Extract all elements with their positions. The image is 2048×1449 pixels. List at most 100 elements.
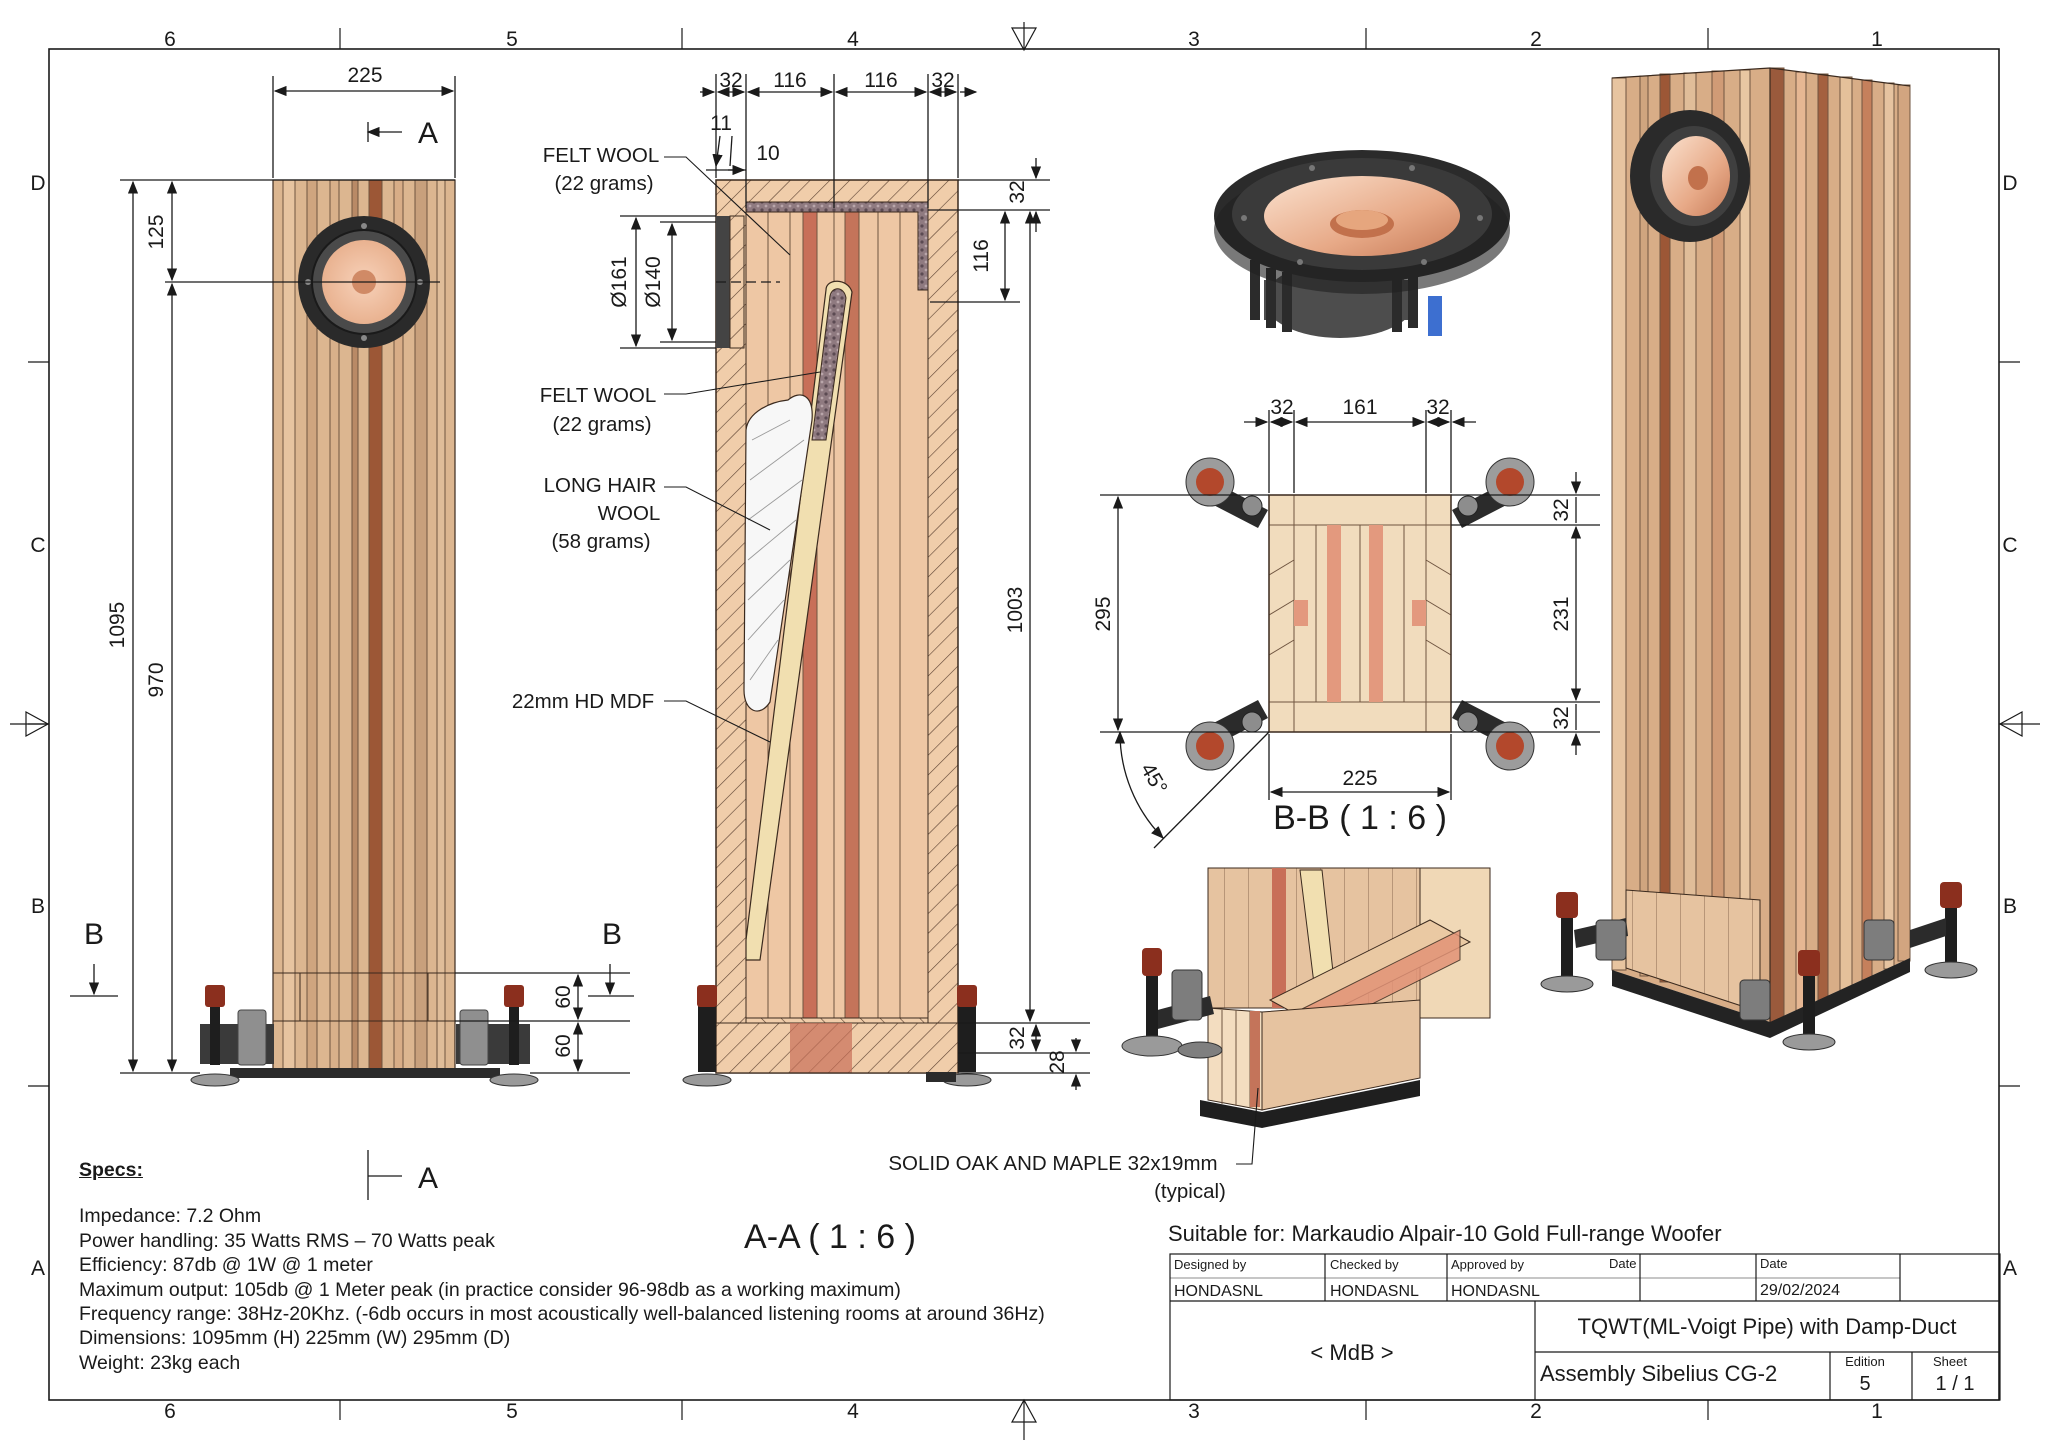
front-view: 225 1095 970 125 60 60 A A B B xyxy=(70,64,634,1200)
dim-aa-right-32: 32 xyxy=(1006,180,1029,203)
dim-aa-bottom-28: 28 xyxy=(1046,1050,1069,1073)
bb-spike-brackets xyxy=(1185,457,1535,771)
dim-aa-116-left: 116 xyxy=(773,69,806,92)
company-name: < MdB > xyxy=(1310,1340,1393,1365)
zone-row-c-right: C xyxy=(2002,534,2017,557)
mdf-label: 22mm HD MDF xyxy=(512,690,654,713)
bb-dimension-labels: 32 161 32 295 32 231 32 225 45° B-B ( 1 … xyxy=(1092,396,1573,837)
dim-bb-angle: 45° xyxy=(1136,759,1172,798)
section-leaders xyxy=(664,156,821,743)
center-mark-top-icon xyxy=(1010,27,1038,52)
felt-wool-2-line2: (22 grams) xyxy=(552,413,651,436)
zone-row-b-right: B xyxy=(2003,895,2017,918)
zone-col-4-bottom: 4 xyxy=(847,1400,859,1423)
date-label-1: Date xyxy=(1609,1256,1636,1271)
oak-maple-note: SOLID OAK AND MAPLE 32x19mm (typical) xyxy=(888,1087,1259,1203)
zone-col-3-bottom: 3 xyxy=(1188,1400,1200,1423)
dim-bb-right-32-top: 32 xyxy=(1550,498,1573,521)
oak-note-line1: SOLID OAK AND MAPLE 32x19mm xyxy=(888,1152,1217,1175)
front-feet xyxy=(190,985,539,1087)
checked-by-label: Checked by xyxy=(1330,1257,1399,1272)
dim-bb-right-32-bottom: 32 xyxy=(1550,706,1573,729)
zone-row-d-right: D xyxy=(2002,172,2017,195)
edition-label: Edition xyxy=(1845,1354,1885,1369)
approved-by-label: Approved by xyxy=(1451,1257,1524,1272)
section-a-label-top: A xyxy=(418,117,438,150)
front-dimensions xyxy=(70,76,634,1200)
dim-aa-11: 11 xyxy=(710,112,732,135)
long-hair-wool-line3: (58 grams) xyxy=(551,530,650,553)
specs-block: Specs: Impedance: 7.2 Ohm Power handling… xyxy=(79,1158,1139,1375)
oak-note-line2: (typical) xyxy=(1154,1180,1226,1203)
checked-by: HONDASNL xyxy=(1330,1283,1419,1300)
zone-col-6: 6 xyxy=(164,28,176,51)
dim-bb-161: 161 xyxy=(1342,396,1377,419)
edition-value: 5 xyxy=(1859,1373,1870,1395)
aa-title: A-A ( 1 : 6 ) xyxy=(744,1218,916,1256)
front-dimension-labels: 225 1095 970 125 60 60 A A B B xyxy=(84,64,622,1195)
spec-max-output: Maximum output: 105db @ 1 Meter peak (in… xyxy=(79,1278,901,1301)
dim-bb-32-right: 32 xyxy=(1426,396,1449,419)
zone-col-2: 2 xyxy=(1530,28,1542,51)
cabinet-3d-spikes xyxy=(1540,882,1978,1051)
long-hair-wool-line2: WOOL xyxy=(598,502,661,525)
zone-row-b: B xyxy=(31,895,45,918)
dim-bb-right-231: 231 xyxy=(1550,596,1573,631)
zone-col-2-bottom: 2 xyxy=(1530,1400,1542,1423)
long-hair-wool-line1: LONG HAIR xyxy=(544,474,657,497)
dim-aa-10: 10 xyxy=(756,142,779,165)
designed-by-label: Designed by xyxy=(1174,1257,1247,1272)
spec-efficiency: Efficiency: 87db @ 1W @ 1 meter xyxy=(79,1254,373,1277)
zone-col-4: 4 xyxy=(847,28,859,51)
zone-col-1-bottom: 1 xyxy=(1871,1400,1883,1423)
date-value: 29/02/2024 xyxy=(1760,1282,1840,1299)
title-block xyxy=(1169,1253,2001,1401)
zone-col-1: 1 xyxy=(1871,28,1883,51)
dim-aa-116-right: 116 xyxy=(864,69,897,92)
dim-aa-1003: 1003 xyxy=(1004,587,1027,634)
title-block-text: Suitable for: Markaudio Alpair-10 Gold F… xyxy=(1168,1221,1974,1395)
dim-aa-32-left: 32 xyxy=(719,69,742,92)
section-dimensions xyxy=(620,74,1090,1090)
zone-col-5-bottom: 5 xyxy=(506,1400,518,1423)
center-mark-right-icon xyxy=(1998,710,2023,738)
section-annotations: FELT WOOL (22 grams) FELT WOOL (22 grams… xyxy=(512,144,661,713)
spec-impedance: Impedance: 7.2 Ohm xyxy=(79,1205,262,1228)
section-dimension-labels: 32 116 116 32 11 10 Ø161 Ø140 32 116 100… xyxy=(608,69,1069,1074)
zone-col-3: 3 xyxy=(1188,28,1200,51)
cabinet-3d-view xyxy=(1540,67,1978,1051)
sheet-label: Sheet xyxy=(1933,1354,1967,1369)
spec-weight: Weight: 23kg each xyxy=(79,1351,241,1374)
zone-col-6-bottom: 6 xyxy=(164,1400,176,1423)
sheet-border xyxy=(10,22,2040,1440)
zone-labels: 6 5 4 3 2 1 6 5 4 3 2 1 D C B A D C B A xyxy=(30,28,2017,1423)
dim-aa-bottom-32: 32 xyxy=(1006,1026,1029,1049)
zone-row-d: D xyxy=(30,172,45,195)
dim-aa-32-right: 32 xyxy=(931,69,954,92)
zone-row-a-right: A xyxy=(2003,1257,2017,1280)
drawing-subtitle: Assembly Sibelius CG-2 xyxy=(1540,1361,1777,1386)
dim-base-60-lower: 60 xyxy=(552,1034,575,1057)
center-mark-bottom-icon xyxy=(1010,1398,1038,1423)
spec-dimensions: Dimensions: 1095mm (H) 225mm (W) 295mm (… xyxy=(79,1327,511,1350)
section-b-label-right: B xyxy=(602,918,622,951)
cabinet-3d-driver-icon xyxy=(1630,110,1750,242)
dim-aa-phi161: Ø161 xyxy=(608,256,631,307)
spec-power: Power handling: 35 Watts RMS – 70 Watts … xyxy=(79,1229,495,1252)
section-view-bb: 32 161 32 295 32 231 32 225 45° B-B ( 1 … xyxy=(1092,396,1600,849)
spec-frequency: Frequency range: 38Hz-20Khz. (-6db occur… xyxy=(79,1303,1045,1326)
sheet-value: 1 / 1 xyxy=(1936,1373,1975,1395)
dim-base-60-upper: 60 xyxy=(552,985,575,1008)
dim-aa-phi140: Ø140 xyxy=(642,256,665,307)
dim-driver-125: 125 xyxy=(145,214,168,249)
dim-width-225: 225 xyxy=(347,64,382,87)
section-b-label-left: B xyxy=(84,918,104,951)
zone-row-a: A xyxy=(31,1257,45,1280)
base-detail-view xyxy=(1121,867,1491,1128)
section-view-aa: 32 116 116 32 11 10 Ø161 Ø140 32 116 100… xyxy=(512,69,1090,1090)
date-label-2: Date xyxy=(1760,1256,1787,1271)
designed-by: HONDASNL xyxy=(1174,1283,1263,1300)
drawing-title: TQWT(ML-Voigt Pipe) with Damp-Duct xyxy=(1578,1314,1957,1339)
suitable-for: Suitable for: Markaudio Alpair-10 Gold F… xyxy=(1168,1221,1722,1246)
dim-height-1095: 1095 xyxy=(106,602,129,649)
